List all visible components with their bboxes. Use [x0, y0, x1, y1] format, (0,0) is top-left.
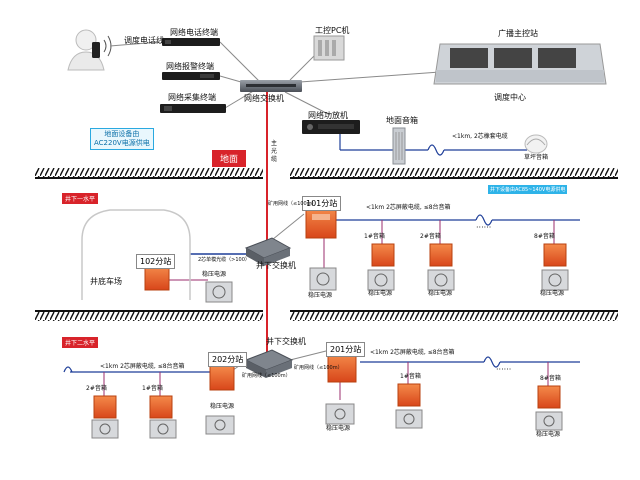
surface-network-lines	[219, 41, 441, 116]
station-201-box	[327, 353, 357, 383]
level2-dots: ······	[496, 365, 512, 374]
switch-label: 网络交换机	[244, 94, 284, 103]
lawn-speaker-icon	[524, 134, 548, 154]
ore-net-202-label: 矿用网线（≤100m）	[242, 373, 291, 379]
speaker-2-l2	[93, 395, 117, 419]
speaker-8-l2	[537, 385, 561, 409]
regulator-l1-b-label: 稳压电源	[202, 271, 227, 278]
regulator-l1-c	[367, 269, 395, 291]
regulator-l1-e-label: 稳压电源	[540, 290, 565, 297]
speaker-1-l2a	[149, 395, 173, 419]
ground-speaker-cable	[339, 134, 527, 156]
speaker-2-l1-label: 2#音箱	[420, 233, 441, 240]
ac-power-line1: 地面设备由	[104, 130, 140, 138]
yard-label: 井底车场	[90, 277, 122, 286]
regulator-l1-e	[541, 269, 569, 291]
speaker-1-l2b	[397, 383, 421, 407]
main-fiber-char2: 光	[271, 148, 278, 155]
regulator-l2-d-label: 稳压电源	[326, 425, 351, 432]
regulator-l1-b	[205, 281, 233, 303]
regulator-l1-c-label: 稳压电源	[368, 290, 393, 297]
industrial-pc-icon	[313, 35, 345, 61]
ground-tag: 地面	[212, 150, 247, 167]
phone-terminal-label: 网络电话终端	[170, 28, 218, 37]
control-console-icon	[433, 43, 607, 85]
regulator-l2-c-label: 稳压电源	[210, 403, 235, 410]
station-202-box	[209, 365, 235, 391]
phone-line-label: 调度电话线	[124, 36, 164, 45]
regulator-l1-a	[309, 267, 337, 291]
level1-tag: 井下一水平	[62, 193, 99, 204]
collect-terminal-label: 网络采集终端	[168, 93, 216, 102]
main-fiber-label: 主 光 缆	[271, 140, 279, 164]
phone-line	[109, 41, 161, 47]
regulator-l2-b	[149, 419, 177, 439]
cable-202-label: <1km 2芯屏蔽电缆, ≤8台音箱	[100, 363, 185, 370]
fiber-102-label: 2芯单模光缆（>100）	[198, 257, 250, 263]
person-phone-icon	[67, 29, 112, 71]
underground-switch-l1	[244, 237, 292, 266]
main-fiber-char3: 缆	[271, 156, 278, 163]
station-101-box	[305, 207, 337, 239]
speaker-1-l1-label: 1#音箱	[364, 233, 385, 240]
speaker-1-l2a-label: 1#音箱	[142, 385, 163, 392]
grass-speaker-label: 草坪音箱	[524, 154, 549, 161]
alarm-terminal-icon	[162, 72, 220, 80]
speaker-1-l1	[371, 243, 395, 267]
regulator-l2-c	[205, 415, 235, 435]
regulator-l2-f	[535, 411, 563, 431]
speaker-8-l1-label: 8#音箱	[534, 233, 555, 240]
speaker-8-l2-label: 8#音箱	[540, 375, 561, 382]
amplifier-icon	[302, 120, 360, 134]
ground-speaker-icon	[392, 127, 406, 165]
regulator-l2-e	[395, 409, 423, 429]
speaker-2-l1	[429, 243, 453, 267]
speaker-2-l2-label: 2#音箱	[86, 385, 107, 392]
underground-switch-l2	[244, 349, 294, 378]
cable-101-label: <1km 2芯屏蔽电缆, ≤8台音箱	[366, 204, 451, 211]
ore-net-101-label: 矿用网线（≤100m）	[268, 201, 317, 207]
regulator-l1-d-label: 稳压电源	[428, 290, 453, 297]
regulator-l1-a-label: 稳压电源	[308, 292, 333, 299]
station-101-label: 101分站	[302, 196, 342, 211]
ore-net-201-label: 矿用网线（≤100m）	[294, 365, 343, 371]
switch-l2-label: 井下交换机	[266, 337, 306, 346]
ground-cable-label: <1km, 2芯橡套电缆	[452, 133, 508, 140]
regulator-l2-d	[325, 403, 355, 425]
underground-power-tag: 井下设备由AC85~140V电源供电	[488, 185, 568, 194]
regulator-l1-d	[427, 269, 455, 291]
regulator-l2-a	[91, 419, 119, 439]
regulator-l2-f-label: 稳压电源	[536, 431, 561, 438]
alarm-terminal-label: 网络报警终端	[166, 62, 214, 71]
industrial-pc-label: 工控PC机	[315, 26, 350, 35]
ground-speaker-label: 地面音箱	[386, 116, 418, 125]
collect-terminal-icon	[160, 104, 226, 113]
speaker-1-l2b-label: 1#音箱	[400, 373, 421, 380]
network-switch-icon	[240, 80, 302, 92]
ac-power-note: 地面设备由 AC220V电源供电	[90, 128, 154, 150]
amplifier-label: 网络功放机	[308, 111, 348, 120]
ac-power-line2: AC220V电源供电	[94, 138, 150, 147]
ground-strip-level1	[35, 310, 618, 321]
station-201-label: 201分站	[326, 342, 366, 357]
speaker-8-l1	[543, 243, 567, 267]
level1-dots: ······	[476, 223, 492, 232]
dispatch-center-label: 调度中心	[494, 93, 526, 102]
station-102-label: 102分站	[136, 254, 176, 269]
phone-terminal-icon	[162, 38, 220, 46]
ground-strip-surface	[35, 168, 618, 179]
cable-201-label: <1km 2芯屏蔽电缆, ≤8台音箱	[370, 349, 455, 356]
level2-cables	[63, 349, 580, 400]
switch-l1-label: 井下交换机	[256, 261, 296, 270]
station-102-box	[144, 265, 170, 291]
yard-tunnel-arch	[81, 209, 191, 300]
main-fiber-char1: 主	[271, 140, 278, 147]
level2-tag: 井下二水平	[62, 337, 99, 348]
station-202-label: 202分站	[208, 352, 248, 367]
control-station-label: 广播主控站	[498, 29, 538, 38]
